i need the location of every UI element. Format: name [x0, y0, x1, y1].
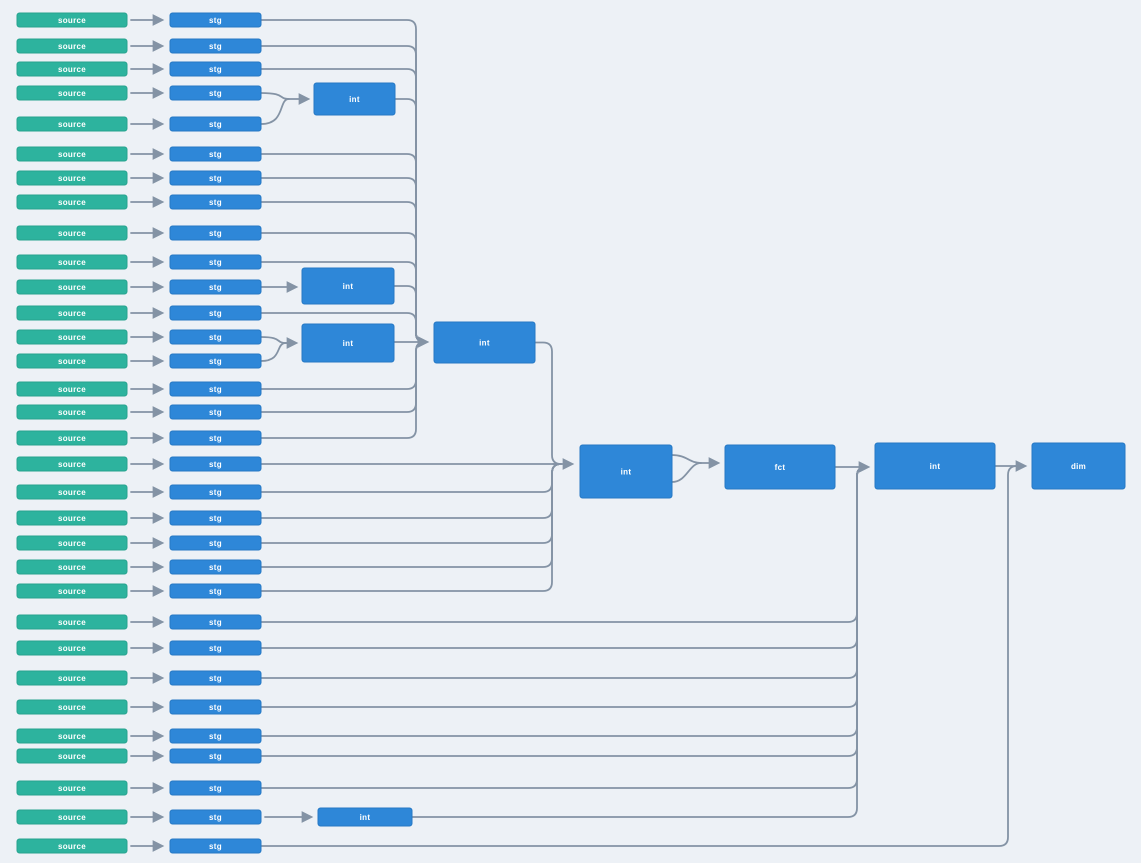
edge-path — [260, 463, 562, 544]
stg-node[interactable] — [169, 85, 262, 101]
edge-layer — [260, 19, 1018, 847]
stg-node[interactable] — [169, 640, 262, 656]
stg-node[interactable] — [169, 484, 262, 500]
source-node[interactable] — [16, 116, 128, 132]
int-node[interactable] — [313, 82, 396, 116]
source-node[interactable] — [16, 225, 128, 241]
stg-node[interactable] — [169, 279, 262, 295]
edge-path — [260, 466, 867, 737]
stg-node[interactable] — [169, 559, 262, 575]
edge-path — [671, 462, 702, 483]
source-node[interactable] — [16, 85, 128, 101]
stg-node[interactable] — [169, 353, 262, 369]
source-node[interactable] — [16, 614, 128, 630]
stg-node[interactable] — [169, 748, 262, 764]
int-node[interactable] — [874, 442, 996, 490]
source-node[interactable] — [16, 305, 128, 321]
edge-path — [260, 466, 867, 623]
edge-path — [260, 92, 290, 100]
fct-node[interactable] — [724, 444, 836, 490]
edge-path — [260, 98, 290, 125]
stg-node[interactable] — [169, 404, 262, 420]
edge-path — [534, 341, 562, 465]
stg-node[interactable] — [169, 12, 262, 28]
source-node[interactable] — [16, 640, 128, 656]
source-node[interactable] — [16, 838, 128, 854]
source-node[interactable] — [16, 254, 128, 270]
stg-node[interactable] — [169, 329, 262, 345]
edge-path — [260, 463, 562, 568]
source-node[interactable] — [16, 170, 128, 186]
int-node[interactable] — [433, 321, 536, 364]
source-node[interactable] — [16, 456, 128, 472]
source-node[interactable] — [16, 381, 128, 397]
stg-node[interactable] — [169, 809, 262, 825]
source-node[interactable] — [16, 430, 128, 446]
dim-node[interactable] — [1031, 442, 1126, 490]
edge-path — [260, 466, 867, 708]
stg-node[interactable] — [169, 61, 262, 77]
stg-node[interactable] — [169, 780, 262, 796]
edge-path — [260, 466, 867, 757]
stg-node[interactable] — [169, 116, 262, 132]
int-node[interactable] — [301, 323, 395, 363]
source-node[interactable] — [16, 329, 128, 345]
stg-node[interactable] — [169, 699, 262, 715]
source-node[interactable] — [16, 699, 128, 715]
stg-node[interactable] — [169, 728, 262, 744]
source-node[interactable] — [16, 670, 128, 686]
source-node[interactable] — [16, 535, 128, 551]
int-node[interactable] — [579, 444, 673, 499]
source-node[interactable] — [16, 194, 128, 210]
source-node[interactable] — [16, 748, 128, 764]
edge-path — [260, 463, 562, 493]
stg-node[interactable] — [169, 194, 262, 210]
edge-path — [671, 454, 702, 464]
edge-path — [260, 463, 562, 592]
source-node[interactable] — [16, 12, 128, 28]
stg-node[interactable] — [169, 510, 262, 526]
source-node[interactable] — [16, 61, 128, 77]
stg-node[interactable] — [169, 225, 262, 241]
stg-node[interactable] — [169, 381, 262, 397]
stg-node[interactable] — [169, 38, 262, 54]
int-node[interactable] — [301, 267, 395, 305]
edge-path — [260, 342, 287, 362]
arrow-layer — [130, 14, 1028, 852]
source-node[interactable] — [16, 484, 128, 500]
edge-path — [260, 465, 1018, 847]
stg-node[interactable] — [169, 170, 262, 186]
stg-node[interactable] — [169, 535, 262, 551]
source-node[interactable] — [16, 559, 128, 575]
source-node[interactable] — [16, 38, 128, 54]
stg-node[interactable] — [169, 583, 262, 599]
source-node[interactable] — [16, 809, 128, 825]
edge-path — [260, 336, 287, 344]
stg-node[interactable] — [169, 254, 262, 270]
source-node[interactable] — [16, 728, 128, 744]
edge-path — [394, 98, 426, 343]
stg-node[interactable] — [169, 146, 262, 162]
int-node[interactable] — [317, 807, 413, 827]
source-node[interactable] — [16, 510, 128, 526]
source-node[interactable] — [16, 404, 128, 420]
edge-path — [260, 463, 562, 519]
edge-path — [411, 466, 867, 818]
source-node[interactable] — [16, 146, 128, 162]
stg-node[interactable] — [169, 614, 262, 630]
source-node[interactable] — [16, 780, 128, 796]
stg-node[interactable] — [169, 838, 262, 854]
edge-path — [260, 466, 867, 679]
stg-node[interactable] — [169, 670, 262, 686]
source-node[interactable] — [16, 353, 128, 369]
stg-node[interactable] — [169, 305, 262, 321]
edge-path — [260, 466, 867, 649]
edge-path — [260, 466, 867, 789]
source-node[interactable] — [16, 583, 128, 599]
stg-node[interactable] — [169, 456, 262, 472]
source-node[interactable] — [16, 279, 128, 295]
stg-node[interactable] — [169, 430, 262, 446]
